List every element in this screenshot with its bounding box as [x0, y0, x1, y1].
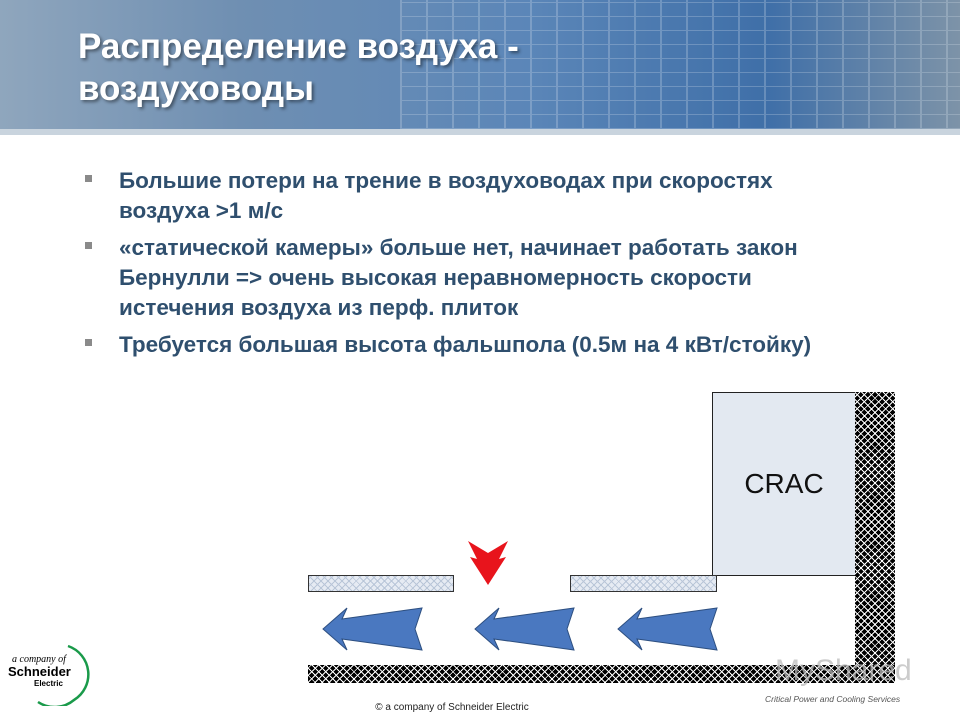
title-line-1: Распределение воздуха -	[78, 27, 519, 66]
floor-slab	[308, 665, 895, 683]
left-arrow-icon	[322, 607, 423, 651]
bullet-item: Большие потери на трение в воздуховодах …	[82, 166, 862, 226]
schneider-logo: a company of Schneider Electric	[8, 642, 98, 706]
crac-unit: CRAC	[712, 392, 856, 576]
bullet-list: Большие потери на трение в воздуховодах …	[82, 166, 862, 367]
copyright: © a company of Schneider Electric	[375, 702, 529, 713]
logo-name: MyShared	[775, 654, 912, 687]
myshared-logo: MyShared Critical Power and Cooling Serv…	[765, 650, 945, 710]
bullet-item: Требуется большая высота фальшпола (0.5м…	[82, 330, 862, 360]
floor-tile	[308, 575, 454, 592]
logo-line: Electric	[34, 679, 63, 688]
slide-title: Распределение воздуха - воздуховоды	[78, 26, 519, 110]
logo-line: Schneider	[8, 664, 71, 679]
crac-label: CRAC	[744, 468, 824, 499]
down-arrow-icon	[468, 541, 508, 585]
title-line-2: воздуховоды	[78, 69, 314, 108]
left-arrow-icon	[617, 607, 718, 651]
logo-line: a company of	[12, 654, 66, 665]
header-banner	[0, 0, 960, 135]
bullet-item: «статической камеры» больше нет, начинае…	[82, 233, 862, 323]
floor-tile	[570, 575, 717, 592]
left-arrow-icon	[474, 607, 575, 651]
logo-tagline: Critical Power and Cooling Services	[765, 694, 901, 704]
wall	[855, 392, 895, 683]
